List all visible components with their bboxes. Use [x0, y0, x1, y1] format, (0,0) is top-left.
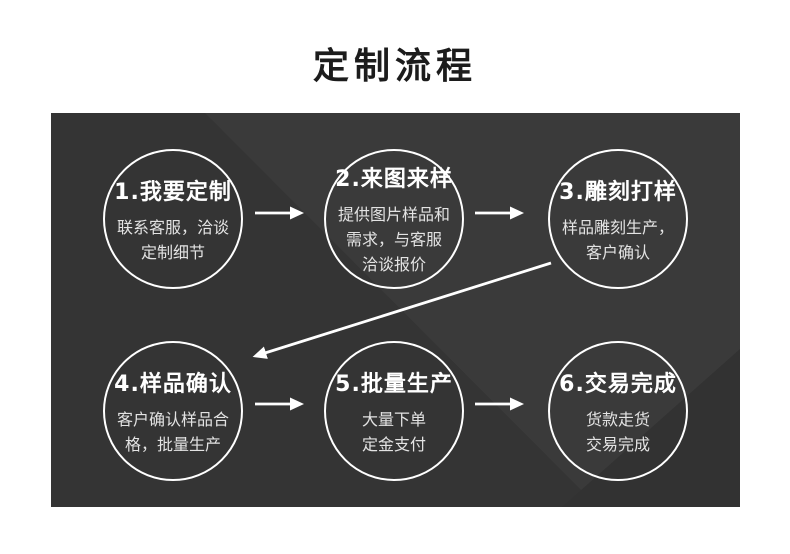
step-heading: 3.雕刻打样 [559, 179, 677, 205]
process-panel: 1.我要定制 联系客服，洽谈 定制细节 2.来图来样 提供图片样品和 需求，与客… [51, 113, 740, 507]
step-heading: 4.样品确认 [114, 371, 232, 397]
arrow-diagonal-down-left-icon [252, 261, 552, 359]
step-heading: 1.我要定制 [114, 179, 232, 205]
step-heading: 5.批量生产 [335, 371, 453, 397]
step-heading: 6.交易完成 [559, 371, 677, 397]
step-circle-2: 2.来图来样 提供图片样品和 需求，与客服 洽谈报价 [324, 149, 464, 289]
step-description: 联系客服，洽谈 定制细节 [116, 217, 229, 262]
step-circle-4: 4.样品确认 客户确认样品合 格，批量生产 [103, 341, 243, 481]
step-circle-3: 3.雕刻打样 样品雕刻生产， 客户确认 [548, 149, 688, 289]
page-title: 定制流程 [312, 46, 477, 87]
step-description: 提供图片样品和 需求，与客服 洽谈报价 [337, 205, 450, 274]
flow-arrows-layer [252, 206, 552, 411]
step-description: 货款走货 交易完成 [585, 409, 650, 454]
step-description: 客户确认样品合 格，批量生产 [116, 409, 229, 454]
step-heading: 2.来图来样 [335, 167, 453, 192]
step-circle-6: 6.交易完成 货款走货 交易完成 [548, 341, 688, 481]
step-description: 大量下单 定金支付 [361, 409, 426, 454]
step-circle-5: 5.批量生产 大量下单 定金支付 [324, 341, 464, 481]
step-circle-1: 1.我要定制 联系客服，洽谈 定制细节 [103, 149, 243, 289]
step-description: 样品雕刻生产， 客户确认 [561, 217, 674, 262]
